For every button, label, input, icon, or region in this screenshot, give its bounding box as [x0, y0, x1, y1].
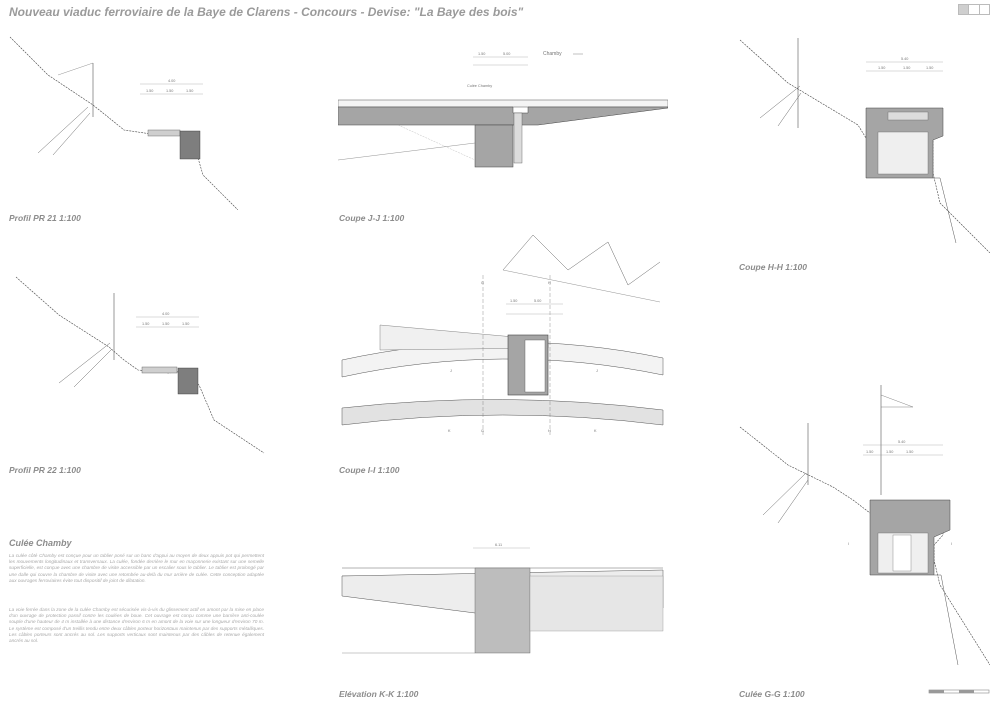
dim-label: 4.00 — [168, 79, 175, 83]
sheet-title: Nouveau viaduc ferroviaire de la Baye de… — [9, 5, 524, 19]
dim-label: 1.50 — [866, 450, 873, 454]
scale-bar — [928, 689, 990, 694]
drawing-coupe-jj: Chamby 1.50 5.00 Culée Chamby — [338, 51, 668, 168]
dim-label: 5.40 — [901, 57, 908, 61]
caption-coupe-jj: Coupe J-J 1:100 — [339, 213, 405, 223]
caption-coupe-hh: Coupe H-H 1:100 — [739, 262, 808, 272]
sheet-index-grid — [958, 4, 990, 15]
section-mark-j: J — [450, 369, 452, 373]
caption-elevation-kk: Elévation K-K 1:100 — [339, 689, 419, 699]
dim-label: 5.00 — [503, 52, 510, 56]
section-heading: Culée Chamby — [9, 538, 72, 548]
section-paragraph-2: La voie ferrée dans la zone de la culée … — [9, 607, 264, 644]
section-mark-k: K — [594, 429, 597, 433]
section-mark-g: G — [481, 429, 484, 433]
caption-coupe-ii: Coupe I-I 1:100 — [339, 465, 400, 475]
section-mark-h: H — [548, 429, 551, 433]
dim-label: 1.50 — [903, 66, 910, 70]
caption-profil-pr22: Profil PR 22 1:100 — [9, 465, 81, 475]
dim-label: 1.50 — [162, 322, 169, 326]
dim-label: 4.00 — [162, 312, 169, 316]
section-paragraph-1: La culée côté Chamby est conçue pour un … — [9, 553, 264, 583]
dim-label: 1.50 — [906, 450, 913, 454]
section-mark-j: J — [596, 369, 598, 373]
section-mark-i: I — [848, 542, 849, 546]
drawing-profil-pr21: 4.00 1.50 1.50 1.50 — [9, 36, 238, 210]
section-mark-k: K — [448, 429, 451, 433]
dim-label: 6.11 — [495, 543, 502, 547]
dim-label: 1.50 — [182, 322, 189, 326]
dim-label: 5.00 — [534, 299, 541, 303]
drawing-profil-pr22: 4.00 1.50 1.50 1.50 — [15, 276, 265, 454]
section-mark-i: I — [951, 542, 952, 546]
caption-profil-pr21: Profil PR 21 1:100 — [9, 213, 81, 223]
dim-label: 1.50 — [510, 299, 517, 303]
dim-label: 1.50 — [142, 322, 149, 326]
drawing-coupe-hh: 5.40 1.50 1.50 1.50 — [739, 38, 990, 253]
section-mark-h: H — [548, 281, 551, 285]
dim-label: 5.40 — [898, 440, 905, 444]
caption-culee-gg: Culée G-G 1:100 — [739, 689, 805, 699]
drawing-coupe-ii: 1.50 5.00 G H J J K K G H — [341, 234, 664, 435]
section-mark-g: G — [481, 281, 484, 285]
dim-label: 1.50 — [146, 89, 153, 93]
drawing-elevation-kk: 6.11 — [341, 543, 664, 654]
drawing-culee-gg: 5.40 1.50 1.50 1.50 I I — [739, 385, 990, 666]
dim-label: 1.50 — [878, 66, 885, 70]
dim-label: 1.50 — [886, 450, 893, 454]
dim-label: 1.50 — [478, 52, 485, 56]
dim-label: 1.50 — [926, 66, 933, 70]
dim-label: 1.50 — [186, 89, 193, 93]
culee-label: Culée Chamby — [467, 84, 492, 88]
dim-label: 1.50 — [166, 89, 173, 93]
direction-label: Chamby — [543, 51, 562, 57]
